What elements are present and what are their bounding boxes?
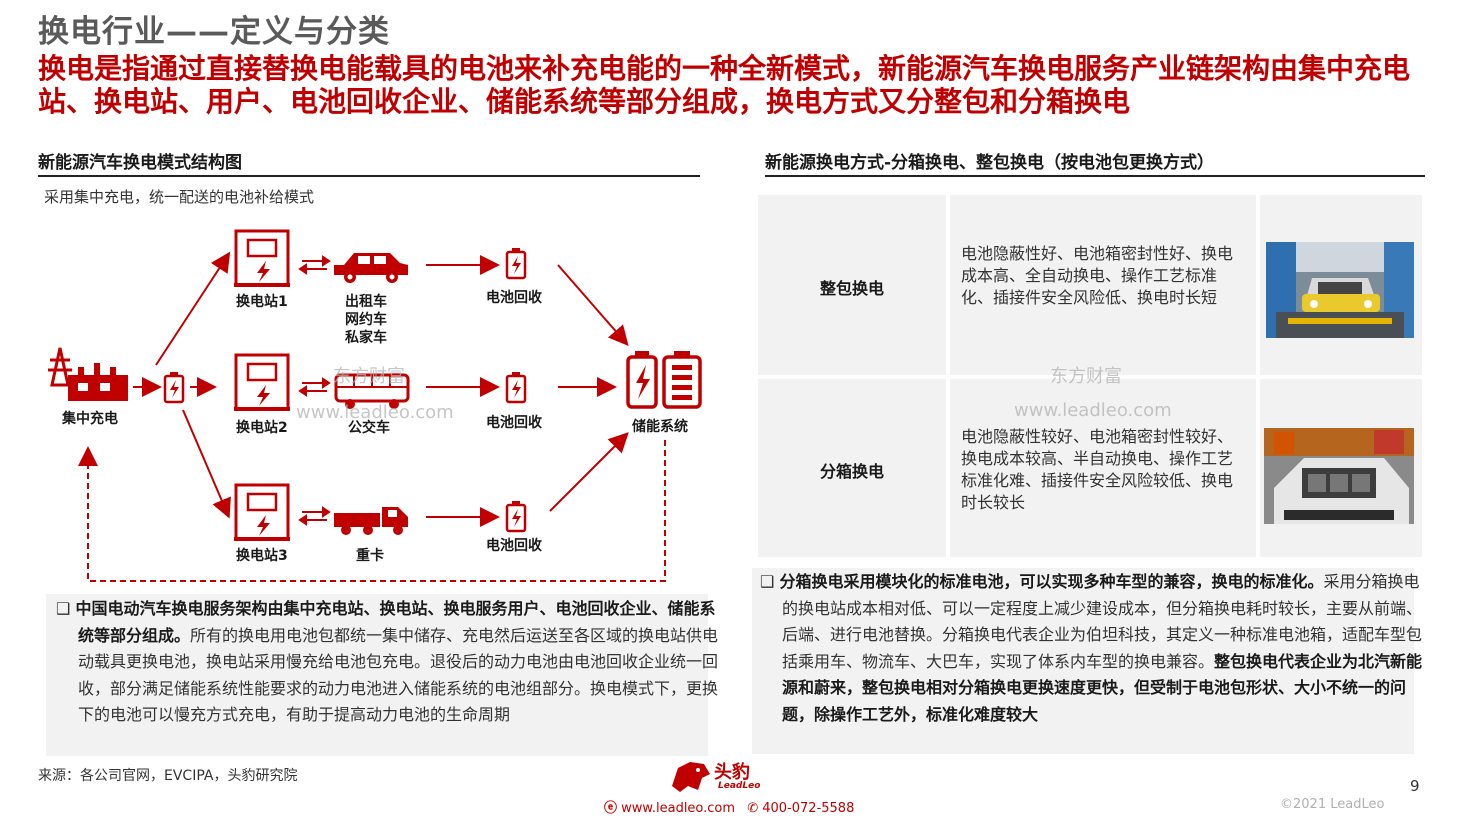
label-recycle-3: 电池回收 <box>486 538 542 554</box>
logo-cn: 头豹 <box>714 762 750 783</box>
right-note-box: ❑ 分箱换电采用模块化的标准电池，可以实现多种车型的兼容，换电的标准化。采用分箱… <box>752 568 1422 754</box>
leadleo-logo: 头豹 LeadLeo <box>668 756 768 794</box>
label-station-3: 换电站3 <box>236 548 288 564</box>
left-note-bold: 中国电动汽车换电服务架构由集中充电站、换电站、换电服务用户、电池回收企业、储能系… <box>75 599 716 645</box>
label-central-charging: 集中充电 <box>62 411 118 427</box>
leopard-logo-icon <box>672 762 710 792</box>
watermark-url-2: www.leadleo.com <box>1014 400 1172 421</box>
car-icon <box>334 253 408 283</box>
label-recycle-2: 电池回收 <box>486 415 542 431</box>
energy-storage-icon <box>626 351 702 409</box>
left-note-text: ❑ 中国电动汽车换电服务架构由集中充电站、换电站、换电服务用户、电池回收企业、储… <box>56 596 722 729</box>
phone-icon: ✆ <box>747 801 759 816</box>
label-vehicles-3: 重卡 <box>356 548 384 564</box>
left-note-rest: 所有的换电用电池包都统一集中储存、充电然后运送至各区域的换电站供电动载具更换电池… <box>78 625 719 725</box>
truck-icon <box>334 507 408 535</box>
label-station-1: 换电站1 <box>236 294 288 310</box>
row-name-whole-pack: 整包换电 <box>819 279 884 298</box>
row-name-split-box: 分箱换电 <box>819 462 884 481</box>
footer-website[interactable]: www.leadleo.com <box>621 801 736 816</box>
page-number: 9 <box>1410 777 1420 795</box>
checkbox-bullet-icon: ❑ <box>56 599 76 618</box>
right-note-bold-1: 分箱换电采用模块化的标准电池，可以实现多种车型的兼容，换电的标准化。 <box>779 572 1324 591</box>
split-box-swap-photo <box>1264 428 1414 524</box>
right-note-text: ❑ 分箱换电采用模块化的标准电池，可以实现多种车型的兼容，换电的标准化。采用分箱… <box>760 569 1432 728</box>
page-title: 换电行业——定义与分类 <box>38 14 390 50</box>
label-storage: 储能系统 <box>632 419 688 435</box>
battery-recycle-3-icon <box>505 501 527 533</box>
right-heading: 新能源换电方式-分箱换电、整包换电（按电池包更换方式） <box>765 153 1215 173</box>
battery-recycle-1-icon <box>505 248 527 280</box>
watermark-cn-2: 东方财富 <box>1050 366 1122 387</box>
right-note-mid: 采用分箱换电的换电站成本相对低、可以一定程度上减少建设成本，但分箱换电耗时较长，… <box>782 572 1423 671</box>
swap-station-2-icon <box>234 353 290 411</box>
bus-icon <box>334 373 410 409</box>
table-cell-desc-whole <box>950 195 1256 375</box>
watermark-cn: 东方财富 <box>333 366 405 387</box>
source-note: 来源：各公司官网，EVCIPA，头豹研究院 <box>38 768 298 784</box>
table-cell-name-split <box>758 379 946 557</box>
label-recycle-1: 电池回收 <box>486 290 542 306</box>
row-desc-split-box: 电池隐蔽性较好、电池箱密封性较好、换电成本较高、半自动换电、操作工艺标准化难、插… <box>961 427 1234 512</box>
right-heading-rule <box>765 175 1425 177</box>
page-subtitle: 换电是指通过直接替换电能载具的电池来补充电能的一种全新模式，新能源汽车换电服务产… <box>38 52 1411 118</box>
left-note-box: ❑ 中国电动汽车换电服务架构由集中充电站、换电站、换电服务用户、电池回收企业、储… <box>46 594 718 756</box>
swap-structure-diagram <box>48 229 702 582</box>
checkbox-bullet-icon: ❑ <box>760 572 780 591</box>
footer-phone: 400-072-5588 <box>762 801 855 816</box>
row-desc-whole-pack: 电池隐蔽性好、电池箱密封性好、换电成本高、全自动换电、操作工艺标准化、插接件安全… <box>961 244 1234 307</box>
web-icon: ⓔ <box>604 801 618 816</box>
battery-icon <box>163 372 185 404</box>
swap-station-1-icon <box>234 229 290 287</box>
left-caption: 采用集中充电，统一配送的电池补给模式 <box>44 188 315 206</box>
battery-recycle-2-icon <box>505 372 527 404</box>
label-station-2: 换电站2 <box>236 420 288 436</box>
right-note-bold-2: 整包换电代表企业为北汽新能源和蔚来，整包换电相对分箱换电更换速度更快，但受制于电… <box>782 651 1423 724</box>
table-cell-desc-split <box>950 379 1256 557</box>
whole-pack-swap-photo <box>1266 242 1414 338</box>
left-heading-rule <box>38 175 700 177</box>
footer-contact: ⓔ www.leadleo.com ✆ 400-072-5588 <box>604 797 854 816</box>
swap-station-3-icon <box>234 483 290 541</box>
copyright: ©2021 LeadLeo <box>1280 797 1385 812</box>
label-vehicles-1: 出租车 网约车 私家车 <box>345 294 387 346</box>
logo-en: LeadLeo <box>718 781 761 791</box>
power-plant-icon <box>48 347 128 401</box>
watermark-url: www.leadleo.com <box>296 402 454 423</box>
table-cell-name-whole <box>758 195 946 375</box>
left-heading: 新能源汽车换电模式结构图 <box>38 153 242 173</box>
label-vehicles-2: 公交车 <box>348 420 390 436</box>
